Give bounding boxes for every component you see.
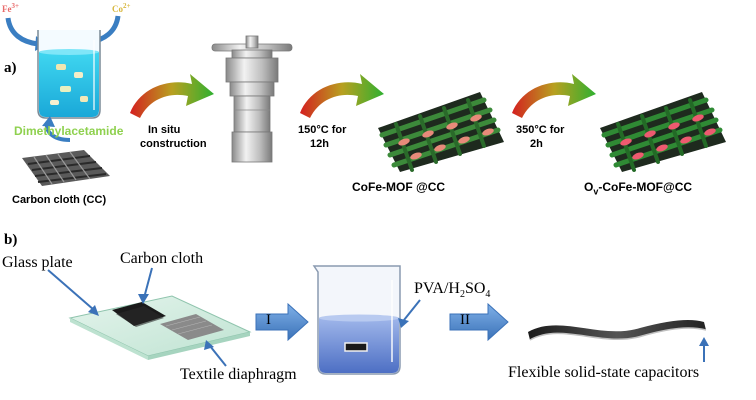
beaker-icon — [37, 30, 101, 119]
process-arrow-2 — [300, 74, 384, 118]
carbon-cloth-pointer-head — [138, 294, 149, 304]
glass-plate-pointer-head — [88, 305, 99, 316]
product2-label: Ov-CoFe-MOF@CC — [584, 180, 693, 197]
textile-pointer — [209, 345, 227, 367]
cofe-mof-cloth-icon — [378, 92, 504, 172]
process-arrow-3 — [512, 74, 596, 118]
carbon-cloth-pointer — [143, 267, 153, 299]
glass-plate-icon — [68, 295, 252, 360]
step1-line2: construction — [140, 138, 207, 150]
ion-left-arrow — [5, 17, 39, 47]
device-label: Flexible solid-state capacitors — [508, 364, 700, 381]
step1-line1: In situ — [148, 124, 181, 136]
substrate-label: Carbon cloth (CC) — [12, 194, 107, 206]
product1-label: CoFe-MOF @CC — [352, 180, 446, 194]
electrolyte-label: PVA/H2SO4 — [414, 280, 491, 301]
textile-label: Textile diaphragm — [180, 366, 297, 383]
step2-line1: 150°C for — [298, 124, 347, 136]
electrolyte-pointer-head — [398, 318, 409, 328]
co-ion-label: Co2+ — [112, 2, 131, 14]
fe-ion-label: Fe3+ — [2, 2, 19, 14]
electrolyte-beaker-icon — [312, 265, 401, 375]
step-II-label: II — [460, 312, 470, 328]
process-arrow-1 — [130, 74, 214, 118]
step3-line2: 2h — [530, 138, 543, 150]
step-I-arrow — [255, 302, 309, 342]
ov-cofe-mof-cloth-icon — [600, 92, 726, 172]
solvent-arrowhead — [42, 116, 55, 127]
step-I-label: I — [266, 312, 271, 328]
capacitor-pointer-head — [699, 337, 709, 346]
glass-plate-label: Glass plate — [2, 254, 73, 271]
panel-b-label: b) — [4, 232, 18, 248]
panel-a-label: a) — [4, 60, 17, 76]
solvent-label: Dimethylacetamide — [14, 124, 124, 138]
step-II-arrow — [449, 302, 509, 342]
flexible-capacitor-icon — [528, 320, 707, 341]
electrolyte-pointer — [403, 299, 421, 321]
textile-pointer-head — [204, 340, 214, 350]
carbon-cloth-icon — [22, 150, 110, 186]
step2-line2: 12h — [310, 138, 329, 150]
autoclave-icon — [211, 35, 293, 163]
carbon-cloth-label: Carbon cloth — [120, 250, 204, 267]
step3-line1: 350°C for — [516, 124, 565, 136]
glass-plate-pointer — [47, 269, 95, 311]
